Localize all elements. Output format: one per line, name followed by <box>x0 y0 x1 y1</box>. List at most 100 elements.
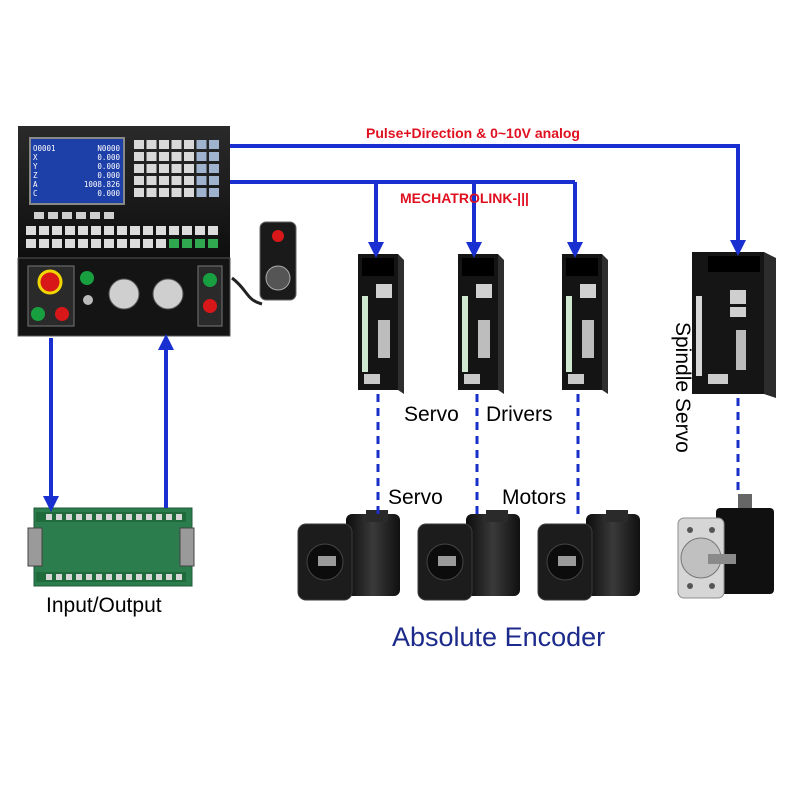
function-key <box>39 226 49 235</box>
servo-drivers <box>358 254 608 394</box>
terminal-screw <box>146 574 152 580</box>
terminal-screw <box>86 574 92 580</box>
keypad-key <box>209 164 219 173</box>
spindle-rj45-ports <box>730 290 746 304</box>
operator-panel <box>27 265 223 327</box>
driver-io-connector <box>478 320 490 358</box>
keypad-key <box>134 164 144 173</box>
terminal-screw <box>166 574 172 580</box>
function-key <box>117 226 127 235</box>
soft-keys <box>34 212 114 219</box>
terminal-screw <box>116 514 122 520</box>
controller-keypad <box>134 140 219 197</box>
terminal-screw <box>76 514 82 520</box>
terminal-screw <box>176 574 182 580</box>
analog-signal-label: Pulse+Direction & 0~10V analog <box>366 125 580 141</box>
terminal-screw <box>176 514 182 520</box>
terminal-screw <box>66 514 72 520</box>
keypad-key <box>159 188 169 197</box>
terminal-screw <box>116 574 122 580</box>
function-key <box>143 226 153 235</box>
keypad-key <box>184 188 194 197</box>
keypad-key <box>171 188 182 197</box>
keypad-key <box>209 176 219 185</box>
motor-connector <box>486 510 508 522</box>
right-red-button <box>203 299 217 313</box>
function-key <box>156 239 166 248</box>
analog-signal-line <box>230 144 746 256</box>
terminal-screw <box>136 514 142 520</box>
screen-axis-value: N0000 <box>97 144 120 153</box>
terminal-screw <box>126 514 132 520</box>
function-key <box>130 239 140 248</box>
function-key <box>143 239 153 248</box>
driver-encoder-port <box>568 374 584 384</box>
keypad-key <box>209 140 219 149</box>
motor-shaft <box>438 556 456 566</box>
input-output-label: Input/Output <box>46 594 162 617</box>
terminal-screw <box>76 574 82 580</box>
terminal-screw <box>96 514 102 520</box>
motor-shaft <box>318 556 336 566</box>
keypad-key <box>134 176 144 185</box>
keypad-key <box>159 140 169 149</box>
keypad-key <box>146 176 157 185</box>
driver-side <box>498 254 504 394</box>
keypad-key <box>196 152 207 161</box>
driver-terminal-strip <box>566 296 572 372</box>
keypad-key <box>171 152 182 161</box>
keypad-key <box>171 176 182 185</box>
green-indicator-button <box>80 271 94 285</box>
keypad-key <box>184 176 194 185</box>
keypad-key <box>159 176 169 185</box>
terminal-screw <box>136 574 142 580</box>
function-key <box>195 226 205 235</box>
keypad-key <box>146 140 157 149</box>
servo-motors <box>297 510 640 601</box>
terminal-screw <box>106 574 112 580</box>
terminal-screw <box>156 574 162 580</box>
function-key <box>78 226 88 235</box>
function-key <box>78 239 88 248</box>
function-key <box>65 226 75 235</box>
keypad-key <box>134 140 144 149</box>
function-key <box>91 239 101 248</box>
function-key <box>104 239 114 248</box>
terminal-screw <box>106 514 112 520</box>
function-key <box>195 239 205 248</box>
keypad-key <box>159 164 169 173</box>
function-key <box>117 239 127 248</box>
driver-encoder-port <box>464 374 480 384</box>
function-key <box>52 239 62 248</box>
handwheel-icon <box>265 265 291 291</box>
spindle-shaft <box>708 554 736 564</box>
screen-axis-label: Z <box>33 171 38 180</box>
keypad-key <box>171 164 182 173</box>
io-board <box>27 507 195 587</box>
driver-terminal-strip <box>462 296 468 372</box>
motor-connector <box>606 510 628 522</box>
servo-motor-3 <box>537 510 640 601</box>
function-key <box>208 226 218 235</box>
motor-connector <box>366 510 388 522</box>
screen-axis-label: X <box>33 153 38 162</box>
controller-screen <box>29 137 125 205</box>
driver-side <box>398 254 404 394</box>
pendant-stop-icon <box>272 230 284 242</box>
driver-rj45-port <box>580 284 596 298</box>
spindle-motor <box>677 494 774 599</box>
screen-axis-value: 0.000 <box>97 162 120 171</box>
keypad-key <box>146 152 157 161</box>
driver-display <box>462 258 494 276</box>
function-key <box>104 226 114 235</box>
driver-terminal-strip <box>362 296 368 372</box>
function-key <box>182 226 192 235</box>
terminal-screw <box>156 514 162 520</box>
terminal-screw <box>56 514 62 520</box>
servo-drivers-label-2: Drivers <box>486 403 553 426</box>
keypad-key <box>184 152 194 161</box>
servo-motor-2 <box>417 510 520 601</box>
